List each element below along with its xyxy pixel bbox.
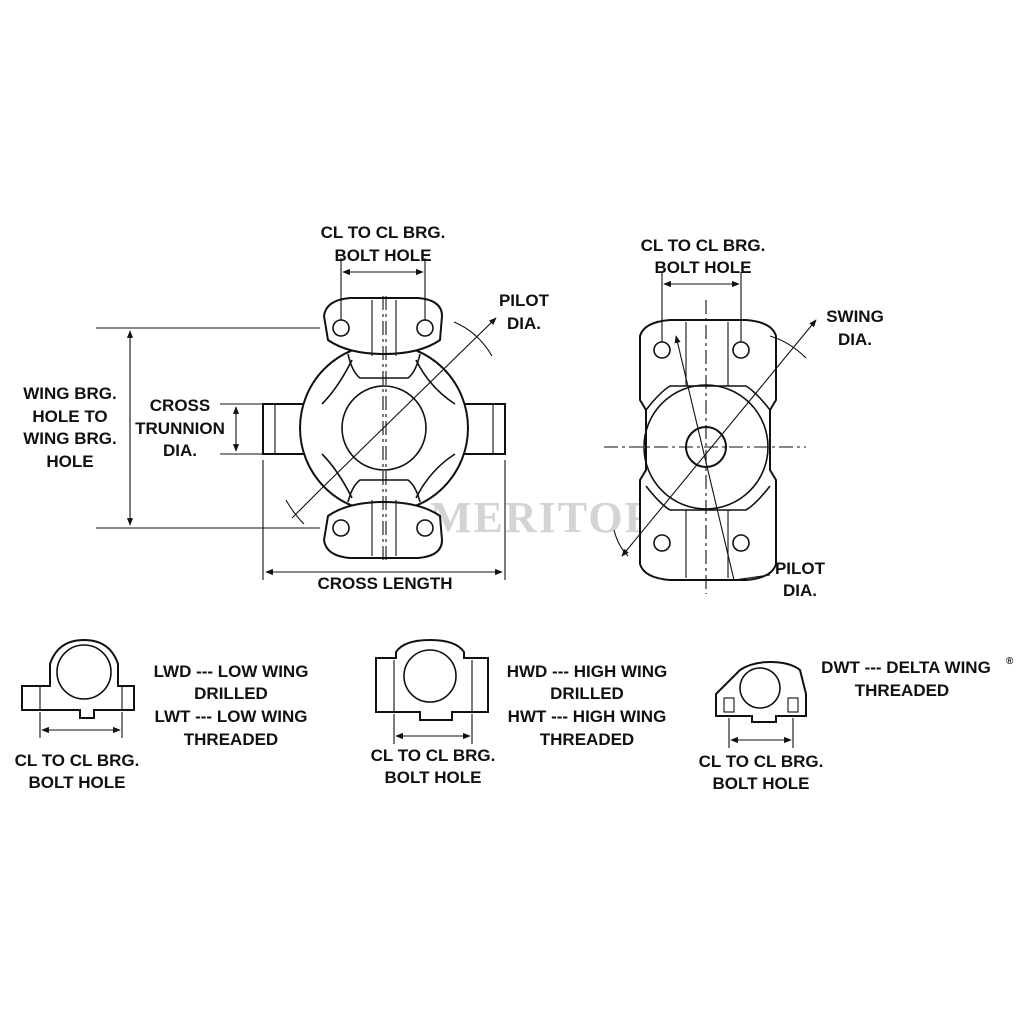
cross-length-label: CROSS LENGTH [317, 574, 452, 593]
pilot-dia-label-right-2: DIA. [783, 581, 817, 600]
cross-length-dimension [262, 460, 506, 580]
swing-dimension [613, 319, 817, 557]
low-wing-dim-label-2: BOLT HOLE [29, 773, 126, 792]
high-wing-drilled-word: DRILLED [550, 684, 624, 703]
high-wing-dim-label-2: BOLT HOLE [385, 768, 482, 787]
pilot-dimension-right [674, 335, 771, 581]
delta-wing-threaded-word: THREADED [855, 681, 949, 700]
wing-hole-label-4: HOLE [46, 452, 93, 471]
wing-hole-label-1: WING BRG. [23, 384, 117, 403]
cross-trunnion-label-2: TRUNNION [135, 419, 225, 438]
low-wing-profile [21, 638, 135, 738]
low-wing-dim-label-1: CL TO CL BRG. [15, 751, 140, 770]
high-wing-profile [375, 638, 489, 744]
low-wing-threaded-code: LWT --- LOW WING [155, 707, 308, 726]
swing-dia-label-2: DIA. [838, 330, 872, 349]
cross-trunnion-label-1: CROSS [150, 396, 210, 415]
bearing-side-view [604, 300, 806, 594]
delta-wing-dim-label-1: CL TO CL BRG. [699, 752, 824, 771]
cross-trunnion-dimension [220, 403, 262, 455]
pilot-dia-label-main-2: DIA. [507, 314, 541, 333]
meritor-watermark: MERITOR [430, 493, 658, 542]
swing-dia-label-1: SWING [826, 307, 884, 326]
cross-trunnion-label-3: DIA. [163, 441, 197, 460]
wing-hole-label-2: HOLE TO [32, 407, 107, 426]
pilot-dia-label-right-1: PILOT [775, 559, 826, 578]
delta-wing-registered-mark: ® [1006, 656, 1014, 667]
high-wing-threaded-word: THREADED [540, 730, 634, 749]
low-wing-drilled-code: LWD --- LOW WING [154, 662, 309, 681]
low-wing-threaded-word: THREADED [184, 730, 278, 749]
delta-wing-profile [715, 660, 807, 748]
cl-bolt-hole-label-main-1: CL TO CL BRG. [321, 223, 446, 242]
cl-bolt-hole-label-main-2: BOLT HOLE [335, 246, 432, 265]
delta-wing-code: DWT --- DELTA WING [821, 658, 991, 677]
wing-hole-dimension [96, 327, 320, 529]
pilot-dia-label-main-1: PILOT [499, 291, 550, 310]
delta-wing-dim-label-2: BOLT HOLE [713, 774, 810, 793]
cl-bolt-hole-dimension-main [340, 258, 426, 320]
cl-bolt-hole-label-right-2: BOLT HOLE [655, 258, 752, 277]
high-wing-threaded-code: HWT --- HIGH WING [508, 707, 667, 726]
high-wing-drilled-code: HWD --- HIGH WING [507, 662, 668, 681]
low-wing-drilled-word: DRILLED [194, 684, 268, 703]
pilot-dimension-main [285, 317, 497, 525]
cl-bolt-hole-label-right-1: CL TO CL BRG. [641, 236, 766, 255]
high-wing-dim-label-1: CL TO CL BRG. [371, 746, 496, 765]
wing-hole-label-3: WING BRG. [23, 429, 117, 448]
